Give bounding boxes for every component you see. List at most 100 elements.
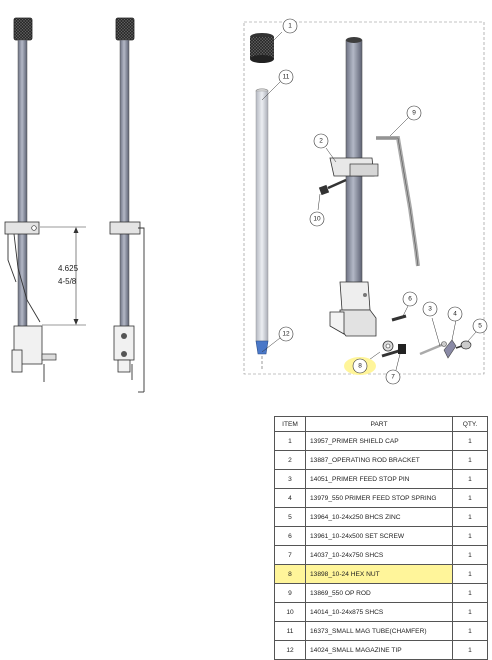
balloon: 5	[472, 318, 488, 334]
part-small-mag-tube	[255, 88, 269, 342]
bom-item: 8	[274, 564, 306, 584]
balloon: 4	[447, 306, 463, 322]
dimension-fraction: 4-5/8	[58, 277, 77, 286]
balloon: 10	[309, 211, 325, 227]
bom-part: 13898_10-24 HEX NUT	[305, 564, 453, 584]
bom-item: 5	[274, 507, 306, 527]
part-magazine-tip	[255, 340, 269, 355]
knurled-cap	[13, 17, 33, 41]
bom-item: 12	[274, 640, 306, 660]
bom-header-item: ITEM	[274, 416, 306, 432]
part-operating-rod-bracket	[329, 157, 379, 177]
bom-header-row: ITEM PART QTY.	[274, 416, 488, 432]
bom-header-qty: QTY.	[452, 416, 488, 432]
bom-item: 9	[274, 583, 306, 603]
bom-item: 2	[274, 450, 306, 470]
part-shcs-7	[381, 344, 406, 358]
bom-part: 14014_10-24x875 SHCS	[305, 602, 453, 622]
op-rod	[119, 39, 130, 331]
bom-qty: 1	[452, 602, 488, 622]
bom-item: 3	[274, 469, 306, 489]
balloon: 6	[402, 291, 418, 307]
balloon-label: 3	[428, 306, 432, 313]
balloon-label: 6	[408, 296, 412, 303]
bom-item: 7	[274, 545, 306, 565]
bom-part: 14051_PRIMER FEED STOP PIN	[305, 469, 453, 489]
balloon-label: 9	[412, 110, 416, 117]
balloon: 7	[385, 369, 401, 385]
dimension-decimal: 4.625	[58, 264, 79, 273]
balloon: 2	[313, 133, 329, 149]
balloon-label: 4	[453, 311, 457, 318]
balloon-label: 8	[358, 363, 362, 370]
bom-qty: 1	[452, 621, 488, 641]
balloon: 1	[282, 18, 298, 34]
bom-item: 1	[274, 431, 306, 451]
part-set-screw-6	[391, 314, 407, 322]
part-bhcs-5	[455, 340, 472, 350]
bom-qty: 1	[452, 507, 488, 527]
knurled-cap	[115, 17, 135, 41]
rod-bracket	[4, 221, 40, 235]
bom-part: 13957_PRIMER SHIELD CAP	[305, 431, 453, 451]
bom-header-part: PART	[305, 416, 453, 432]
balloon-label: 5	[478, 323, 482, 330]
front-view-left	[4, 17, 57, 382]
balloon: 12	[278, 326, 294, 342]
side-view	[109, 17, 145, 393]
bom-qty: 1	[452, 583, 488, 603]
leader-lines	[261, 31, 477, 371]
bom-qty: 1	[452, 469, 488, 489]
part-bent-wire	[376, 136, 420, 267]
bom-qty: 1	[452, 640, 488, 660]
bom-item: 10	[274, 602, 306, 622]
bom-part: 13964_10-24x250 BHCS ZINC	[305, 507, 453, 527]
balloon: 11	[278, 69, 294, 85]
balloon: 9	[406, 105, 422, 121]
part-primer-shield-cap	[250, 33, 274, 63]
bom-part: 13869_550 OP ROD	[305, 583, 453, 603]
balloon: 8	[352, 358, 368, 374]
bom-part: 13961_10-24x500 SET SCREW	[305, 526, 453, 546]
part-feed-stop-spring-4	[443, 339, 457, 359]
balloon-label: 2	[319, 138, 323, 145]
part-base-block	[329, 281, 377, 337]
bom-qty: 1	[452, 526, 488, 546]
bom-qty: 1	[452, 431, 488, 451]
bom-part: 13887_OPERATING ROD BRACKET	[305, 450, 453, 470]
bom-part: 16373_SMALL MAG TUBE(CHAMFER)	[305, 621, 453, 641]
balloon-label: 10	[313, 216, 321, 223]
balloon-label: 11	[283, 74, 290, 81]
bom-qty: 1	[452, 545, 488, 565]
assembly-drawing: 4.625 4-5/8	[4, 17, 488, 393]
dimension-4-625: 4.625 4-5/8	[40, 226, 86, 326]
bom-qty: 1	[452, 450, 488, 470]
balloon-label: 1	[288, 23, 292, 30]
bom-part: 14024_SMALL MAGAZINE TIP	[305, 640, 453, 660]
bom-part: 13979_550 PRIMER FEED STOP SPRING	[305, 488, 453, 508]
part-screw-10	[318, 178, 347, 196]
bom-qty: 1	[452, 488, 488, 508]
part-hex-nut-8	[382, 340, 394, 352]
part-feed-stop-pin-3	[419, 341, 447, 356]
bom-qty: 1	[452, 564, 488, 584]
bom-item: 4	[274, 488, 306, 508]
bom-item: 6	[274, 526, 306, 546]
balloon-label: 7	[391, 374, 395, 381]
bom-item: 11	[274, 621, 306, 641]
balloon-label: 12	[282, 331, 290, 338]
bom-part: 14037_10-24x750 SHCS	[305, 545, 453, 565]
